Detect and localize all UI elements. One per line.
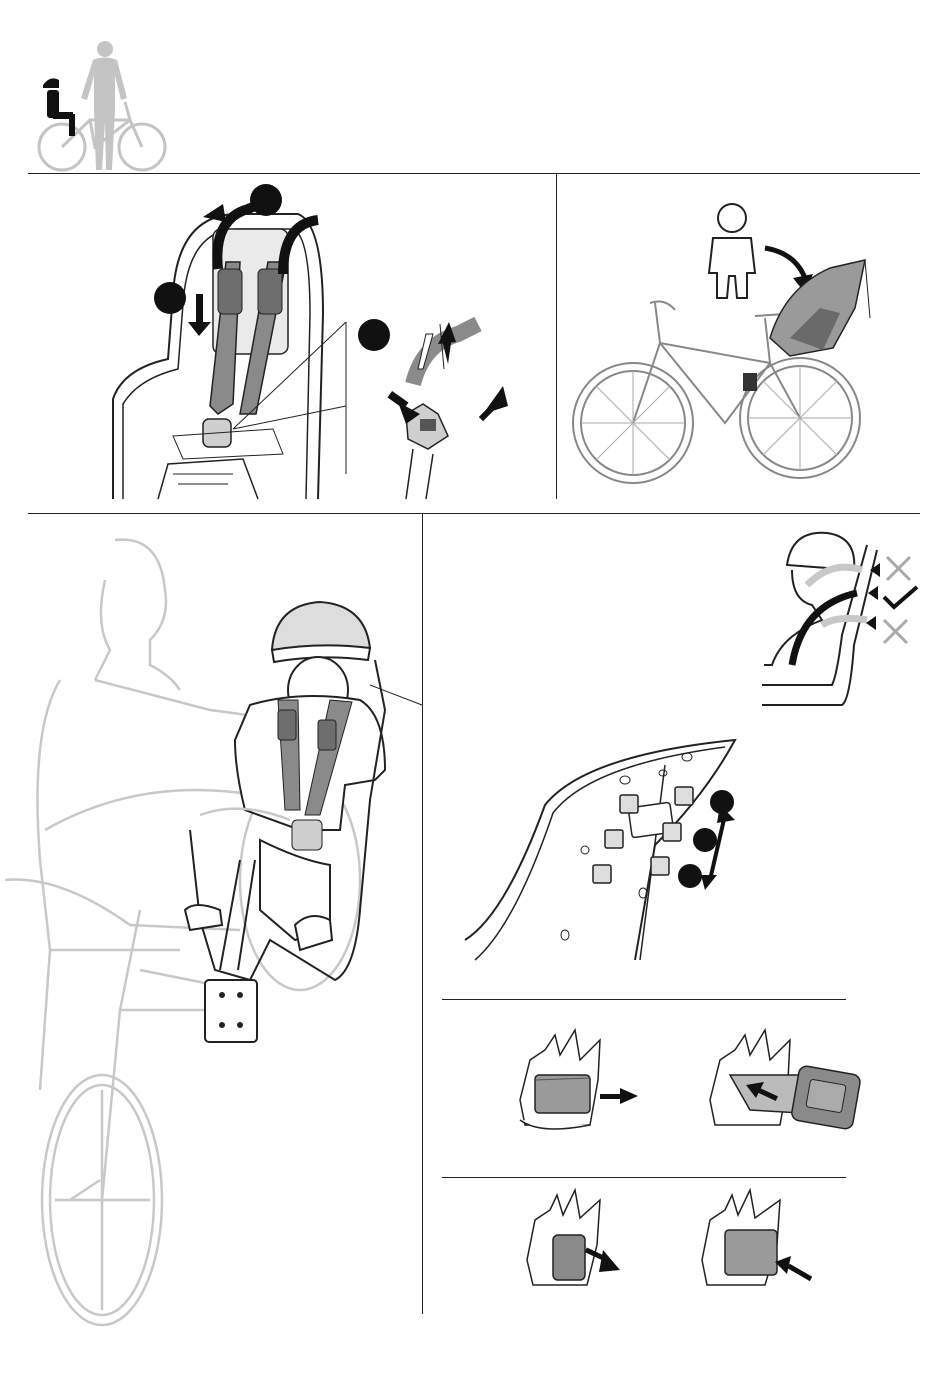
step-marker-3 [358, 319, 390, 351]
seat-back-illustration [28, 174, 555, 499]
cross-icon [887, 557, 910, 580]
middle-divider [28, 513, 920, 514]
check-icon [884, 587, 917, 607]
panel-cyclist-with-child [0, 530, 420, 1330]
step-marker-1 [250, 184, 282, 216]
top-panel-divider [556, 174, 557, 499]
panel-shoulder-height-check [762, 525, 932, 715]
pad-step-divider-1 [442, 999, 846, 1000]
panel-shoulder-pad-attach [510, 1030, 870, 1140]
slot-marker-middle [693, 828, 717, 852]
lower-panel-divider [422, 514, 423, 1314]
slot-marker-top [710, 790, 734, 814]
panel-shoulder-pad-detach [525, 1190, 845, 1300]
cross-icon [884, 620, 907, 643]
pad-step-divider-2 [442, 1177, 846, 1178]
panel-place-child-in-seat [565, 178, 925, 498]
slot-marker-bottom [678, 864, 702, 888]
child-bike-seat-user-icon [35, 40, 175, 175]
step-marker-2 [154, 282, 186, 314]
panel-harness-adjustment [28, 174, 555, 499]
